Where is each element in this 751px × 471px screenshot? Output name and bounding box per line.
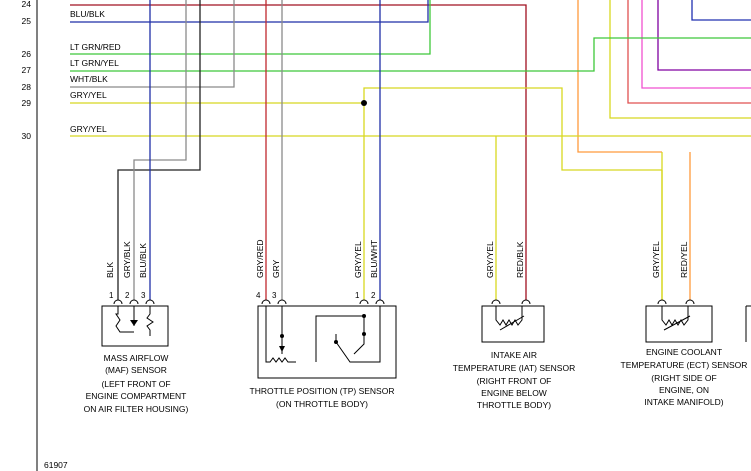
tp-switch-node-icon xyxy=(334,340,338,344)
wire-red xyxy=(627,0,751,104)
ect-caption-5: INTAKE MANIFOLD) xyxy=(644,397,723,407)
tp-pin-4: 4 xyxy=(256,291,261,300)
tp-switch-node-icon xyxy=(362,314,366,318)
tp-wire-label-2: GRY xyxy=(271,259,281,278)
wire-pink xyxy=(641,0,751,89)
connector-row-30: 30 GRY/YEL xyxy=(22,124,107,141)
wire-ect-ref xyxy=(363,87,662,171)
maf-caption-5: ON AIR FILTER HOUSING) xyxy=(84,404,189,414)
tp-circuit-icon xyxy=(265,306,381,363)
wire-label: BLU/BLK xyxy=(70,9,105,19)
connector-row-26: 26 LT GRN/RED xyxy=(22,42,121,59)
ect-terminals xyxy=(657,299,695,305)
ect-thermistor-icon xyxy=(661,306,691,331)
iat-caption-5: THROTTLE BODY) xyxy=(477,400,551,410)
tp-caption-2: (ON THROTTLE BODY) xyxy=(276,399,368,409)
tp-pin-3: 3 xyxy=(272,291,277,300)
tp-caption-1: THROTTLE POSITION (TP) SENSOR xyxy=(250,386,395,396)
splice-node xyxy=(361,100,367,106)
tp-wiper-arrow-icon xyxy=(279,346,285,352)
tp-body xyxy=(257,305,397,379)
wire-label: GRY/YEL xyxy=(70,90,107,100)
wire-navy xyxy=(691,0,751,21)
wire-label: LT GRN/YEL xyxy=(70,58,119,68)
ect-wire-label-2: RED/YEL xyxy=(679,241,689,278)
wire-lt-grn-yel xyxy=(70,37,751,72)
row-number: 27 xyxy=(22,65,32,75)
wire-lt-grn-red xyxy=(70,0,431,55)
iat-sensor: GRY/YEL RED/BLK INTAKE AIR TEMPERATURE (… xyxy=(453,241,575,410)
wire-purple xyxy=(657,0,751,71)
row-number: 28 xyxy=(22,82,32,92)
maf-wire-label-1: BLK xyxy=(105,262,115,278)
wire-maf-gry-blk xyxy=(133,0,187,300)
maf-sensor: BLK GRY/BLK BLU/BLK 1 2 3 MASS AIRFLOW (… xyxy=(84,241,189,414)
wire-maf-blk xyxy=(117,0,201,300)
ect-body xyxy=(645,305,713,343)
ect-caption-3: (RIGHT SIDE OF xyxy=(651,373,717,383)
wire-label: LT GRN/RED xyxy=(70,42,121,52)
row-number: 26 xyxy=(22,49,32,59)
row-number: 29 xyxy=(22,98,32,108)
connector-row-28: 28 WHT/BLK xyxy=(22,74,109,92)
tp-wire-label-4: BLU/WHT xyxy=(369,240,379,278)
tp-switch-node-icon xyxy=(362,332,366,336)
connector-row-29: 29 GRY/YEL xyxy=(22,90,107,108)
maf-pin-2: 2 xyxy=(125,291,130,300)
tp-wire-label-1: GRY/RED xyxy=(255,239,265,278)
iat-terminals xyxy=(491,299,531,305)
tp-wire-label-3: GRY/YEL xyxy=(353,241,363,278)
wire-wht-blk xyxy=(70,0,235,88)
iat-caption-3: (RIGHT FRONT OF xyxy=(477,376,552,386)
iat-thermistor-icon xyxy=(495,306,525,331)
maf-body xyxy=(101,305,169,347)
maf-terminals xyxy=(113,299,155,305)
ect-wire-label-1: GRY/YEL xyxy=(651,241,661,278)
maf-pin-3: 3 xyxy=(141,291,146,300)
wire-label: WHT/BLK xyxy=(70,74,108,84)
maf-caption-4: ENGINE COMPARTMENT xyxy=(86,391,187,401)
ect-sensor: GRY/YEL RED/YEL ENGINE COOLANT TEMPERATU… xyxy=(621,241,748,407)
maf-caption-3: (LEFT FRONT OF xyxy=(101,379,170,389)
iat-caption-2: TEMPERATURE (IAT) SENSOR xyxy=(453,363,575,373)
harness-wires xyxy=(70,0,751,300)
ect-caption-4: ENGINE, ON xyxy=(659,385,709,395)
wire-orange xyxy=(577,0,662,153)
ect-caption-2: TEMPERATURE (ECT) SENSOR xyxy=(621,360,748,370)
maf-wire-label-3: BLU/BLK xyxy=(138,243,148,278)
row-number: 30 xyxy=(22,131,32,141)
maf-caption-2: (MAF) SENSOR xyxy=(105,365,167,375)
wire-blu-blk xyxy=(70,0,429,23)
iat-wire-label-1: GRY/YEL xyxy=(485,241,495,278)
connector-row-24: 24 xyxy=(22,0,32,9)
right-wire-bundle xyxy=(577,0,751,153)
iat-caption-4: ENGINE BELOW xyxy=(481,388,547,398)
maf-pin-1: 1 xyxy=(109,291,114,300)
tp-terminals xyxy=(261,299,385,305)
tp-pin-2: 2 xyxy=(371,291,376,300)
wire-red-blk xyxy=(70,4,527,300)
maf-arrow-icon xyxy=(130,320,138,326)
ect-caption-1: ENGINE COOLANT xyxy=(646,347,722,357)
iat-body xyxy=(481,305,545,343)
tp-pin-1: 1 xyxy=(355,291,360,300)
iat-caption-1: INTAKE AIR xyxy=(491,350,537,360)
tp-sensor: GRY/RED GRY GRY/YEL BLU/WHT 4 3 1 2 THRO… xyxy=(250,239,397,409)
wire-label: GRY/YEL xyxy=(70,124,107,134)
tp-node-icon xyxy=(280,334,284,338)
figure-id: 61907 xyxy=(44,460,68,470)
wire-yellow xyxy=(609,0,751,119)
row-number: 25 xyxy=(22,16,32,26)
connector-row-27: 27 LT GRN/YEL xyxy=(22,58,120,75)
maf-wire-label-2: GRY/BLK xyxy=(122,241,132,278)
connector-row-25: 25 BLU/BLK xyxy=(22,9,106,26)
maf-caption-1: MASS AIRFLOW xyxy=(104,353,169,363)
iat-wire-label-2: RED/BLK xyxy=(515,241,525,278)
row-number: 24 xyxy=(22,0,32,9)
